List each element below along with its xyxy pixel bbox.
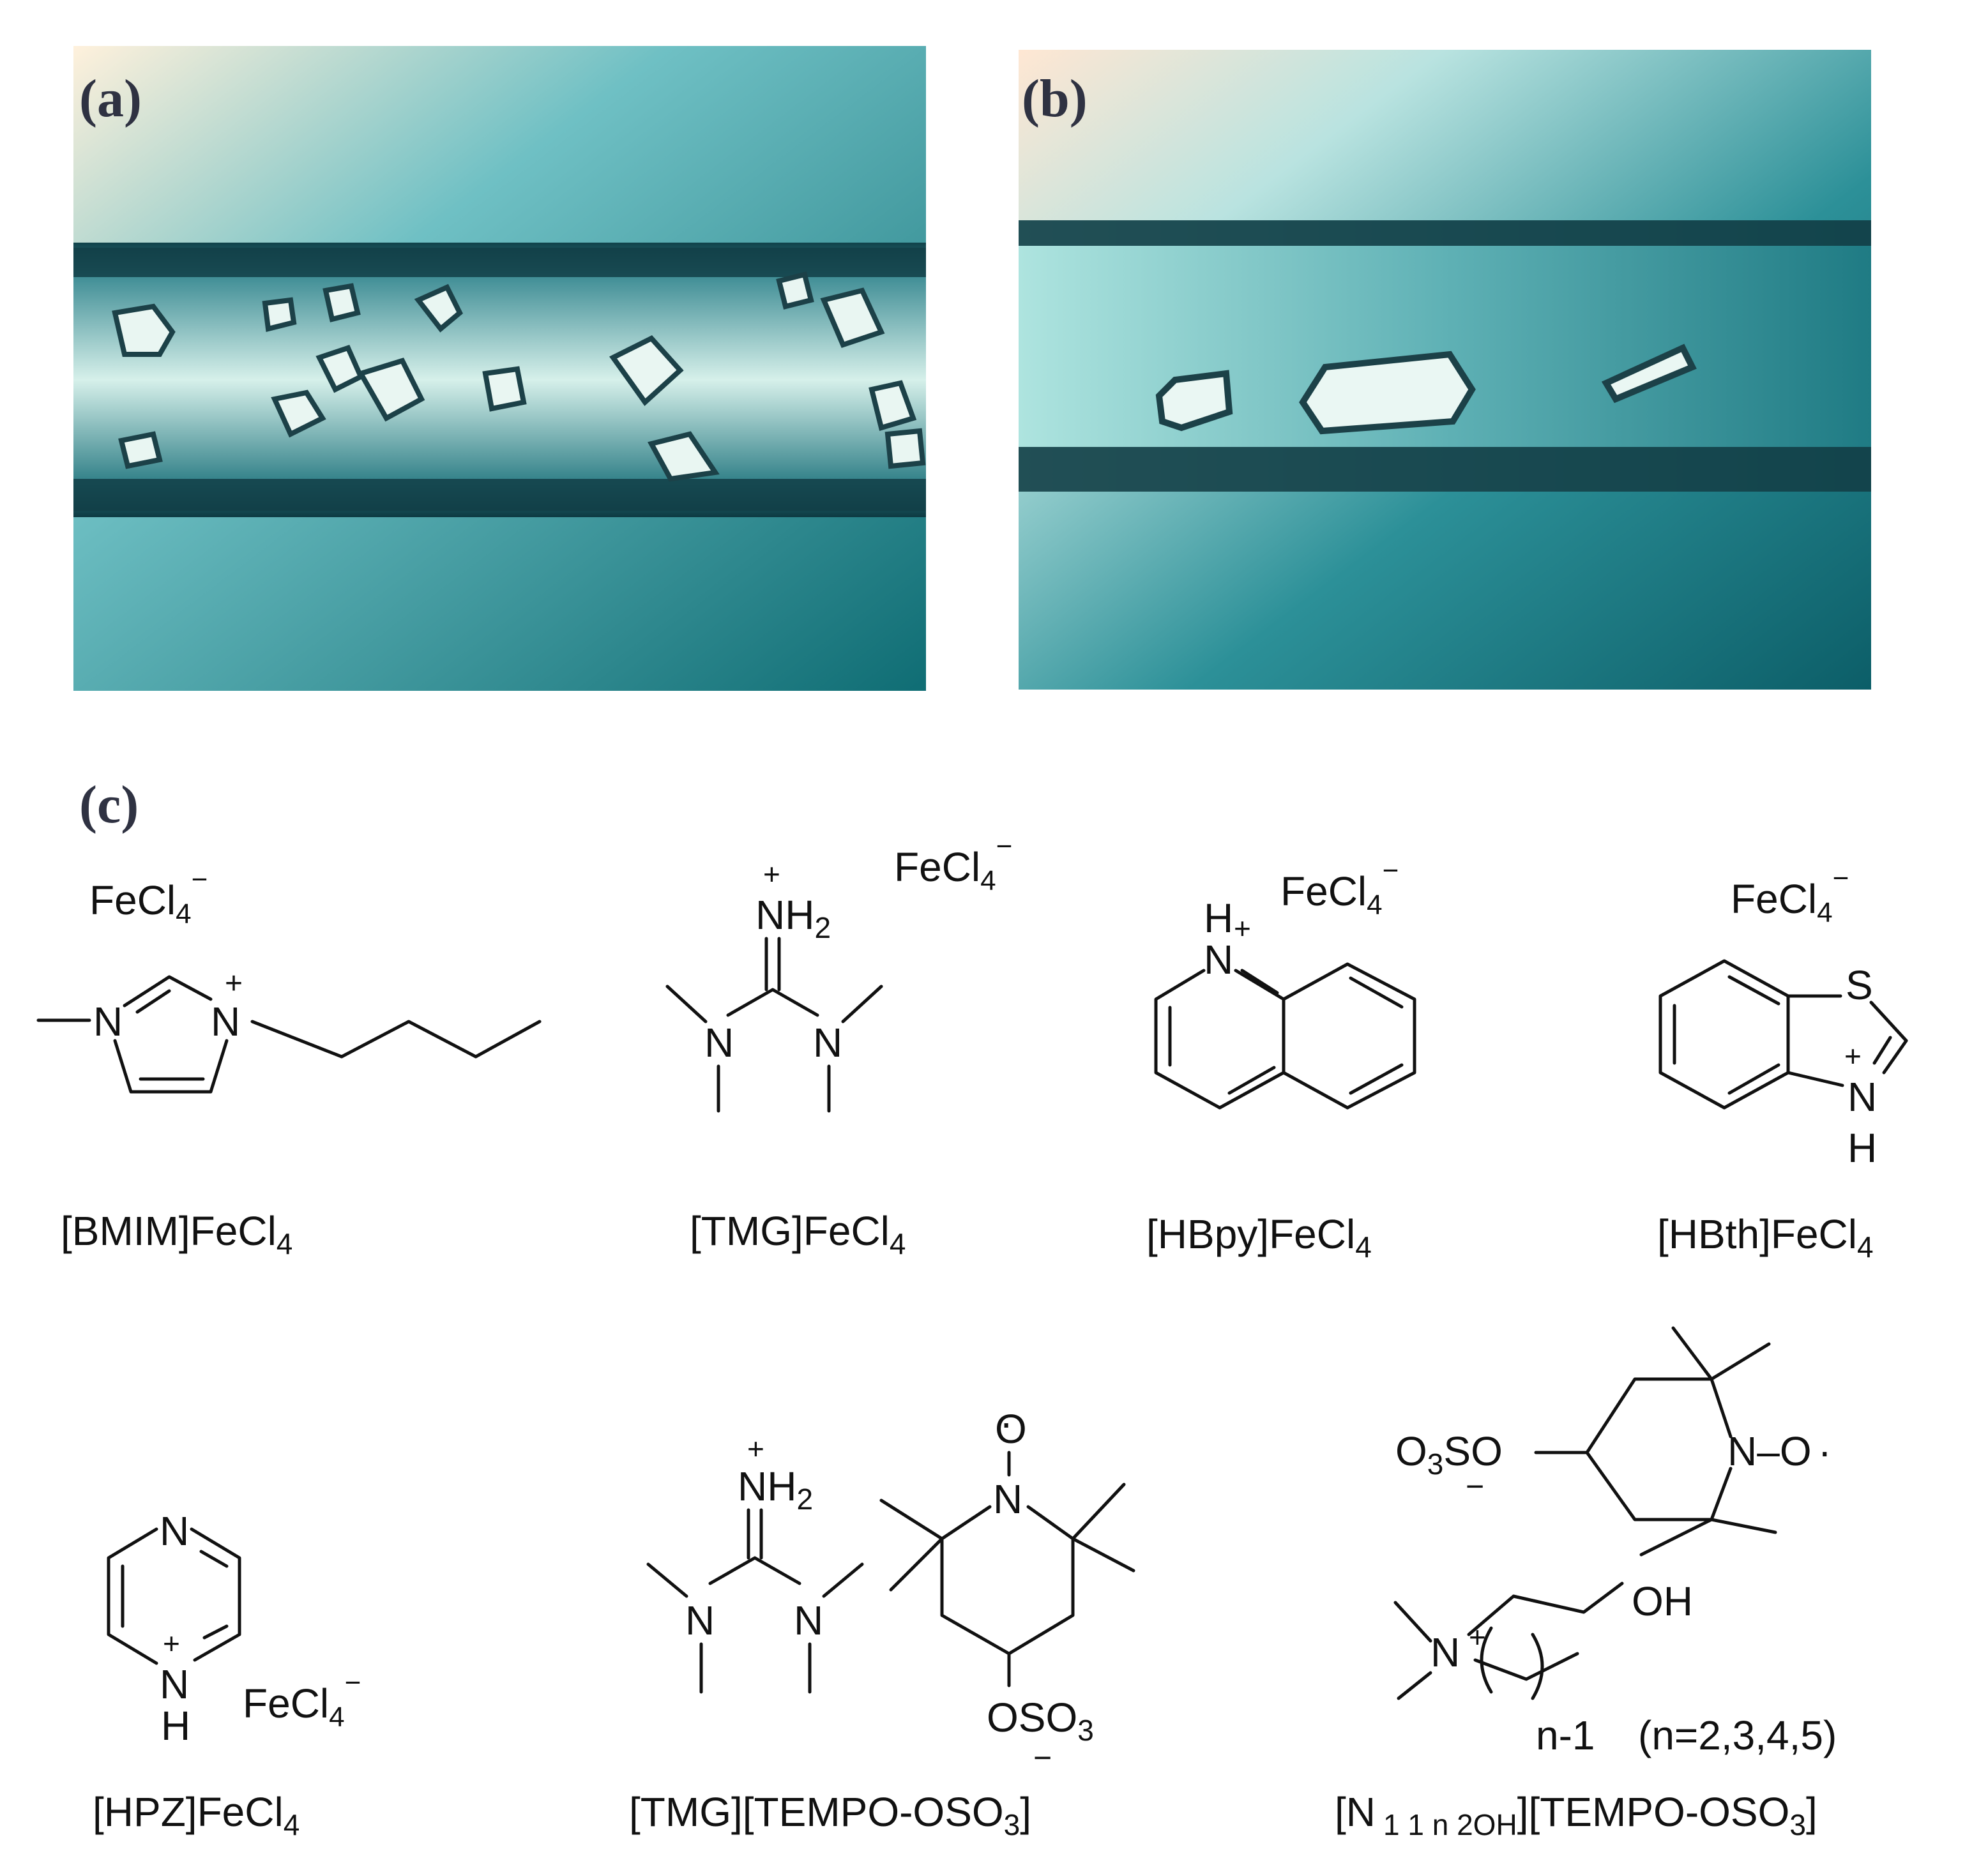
structure-tmg: FeCl4− + NH2 N N [TMG]FeCl4 — [665, 831, 1012, 1260]
atom-h-hbth: H — [1848, 1125, 1877, 1171]
group-oso3-tempo: OSO3 — [987, 1695, 1094, 1747]
structure-hpz: N + N H FeCl4− [HPZ]FeCl4 — [93, 1508, 361, 1841]
atom-n-top-hpz: N — [160, 1508, 189, 1554]
structure-hbpy: FeCl4− H + N [HBpy]FeCl4 — [1146, 855, 1416, 1264]
anion-hpz: FeCl4− — [243, 1667, 361, 1733]
panel-b-photo — [1019, 50, 1871, 690]
atom-o-tempo: O — [995, 1406, 1027, 1452]
atom-n-left-tmg-tempo: N — [685, 1597, 715, 1643]
group-o3so: O3SO — [1395, 1428, 1503, 1481]
group-nh2-tmg-tempo: NH2 — [738, 1463, 813, 1516]
chain-range: (n=2,3,4,5) — [1638, 1712, 1837, 1758]
atom-n1: N — [93, 999, 123, 1045]
atom-n-hbth: N — [1848, 1074, 1877, 1120]
panel-a-photo — [73, 46, 926, 691]
atom-h-hbpy: H — [1204, 895, 1233, 941]
atom-n-bottom-hpz: N — [160, 1661, 189, 1707]
charge-hbth: + — [1844, 1039, 1862, 1073]
name-hbpy: [HBpy]FeCl4 — [1146, 1211, 1372, 1264]
structure-hbth: FeCl4− S + N H [HBth]FeCl4 — [1657, 863, 1908, 1264]
panel-c-label: (c) — [79, 775, 139, 834]
panel-a-label: (a) — [79, 69, 142, 128]
charge-o3so: − — [1466, 1468, 1484, 1504]
name-tmg-tempo: [TMG][TEMPO-OSO3] — [629, 1789, 1031, 1841]
atom-n-ammonium: N — [1430, 1629, 1460, 1675]
group-nh2-tmg: NH2 — [755, 892, 831, 944]
structure-tmg-tempo: + NH2 N N · O N OSO3 − [TMG][TEMPO-OSO3] — [629, 1400, 1135, 1841]
crystals — [112, 271, 926, 482]
charge-hpz: + — [163, 1627, 180, 1660]
group-oh: OH — [1632, 1578, 1693, 1624]
name-tmg: [TMG]FeCl4 — [690, 1208, 906, 1260]
name-bmim: [BMIM]FeCl4 — [61, 1208, 292, 1260]
anion-hbpy: FeCl4− — [1280, 855, 1399, 921]
atom-radical-tempo: · — [999, 1400, 1013, 1446]
atom-n-right-tmg: N — [813, 1020, 842, 1066]
atom-n-left-tmg: N — [704, 1020, 734, 1066]
atom-n3: N — [211, 999, 240, 1045]
anion-tmg: FeCl4− — [894, 831, 1012, 896]
anion-bmim: FeCl4− — [89, 864, 208, 930]
atom-n-hbpy: N — [1204, 937, 1233, 983]
charge-bmim: + — [225, 967, 243, 1000]
panel-b-label: (b) — [1022, 69, 1088, 128]
chain-n-1: n-1 — [1536, 1712, 1595, 1758]
atom-h-hpz: H — [161, 1703, 190, 1749]
charge-hbpy: + — [1234, 912, 1251, 945]
name-hpz: [HPZ]FeCl4 — [93, 1789, 300, 1841]
atom-n-right-tmg-tempo: N — [794, 1597, 823, 1643]
charge-oso3-tempo: − — [1033, 1740, 1052, 1776]
atom-n-tempo: N — [993, 1476, 1022, 1522]
group-no-radical: N–O· — [1727, 1428, 1832, 1474]
name-hbth: [HBth]FeCl4 — [1657, 1211, 1874, 1264]
crystals-b — [1155, 343, 1697, 435]
charge-tmg-tempo: + — [747, 1432, 764, 1465]
structure-bmim: FeCl4− N N + [BMIM]FeCl4 — [36, 864, 542, 1260]
atom-s-hbth: S — [1846, 962, 1873, 1008]
charge-tmg: + — [763, 857, 780, 891]
anion-hbth: FeCl4− — [1731, 863, 1849, 928]
